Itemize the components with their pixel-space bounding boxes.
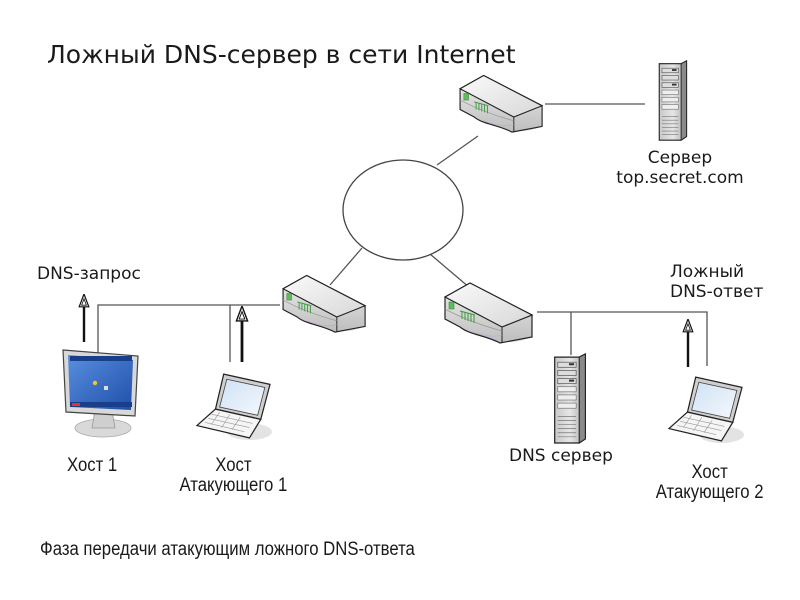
connection-lines [97, 103, 708, 366]
page-title: Ложный DNS-сервер в сети Internet [47, 40, 516, 69]
attacker2-label-line1: Хост [691, 462, 728, 483]
target-server-label-line1: Сервер [647, 148, 713, 168]
fake-response-label: Ложный DNS-ответ [670, 262, 763, 302]
dns-server-icon [553, 353, 587, 444]
attacker1-arrow-icon [235, 306, 249, 362]
lan-right [537, 311, 708, 366]
router-left-icon [282, 274, 366, 333]
fake-response-label-line1: Ложный [670, 262, 745, 282]
attacker2-label-line2: Атакующего 2 [655, 482, 764, 503]
diagram-caption: Фаза передачи атакующим ложного DNS-отве… [40, 539, 415, 560]
link-internet-router-top [436, 135, 479, 166]
dns-request-label: DNS-запрос [37, 264, 141, 284]
dns-server-label: DNS сервер [509, 446, 613, 466]
target-server-label: Сервер top.secret.com [610, 148, 750, 188]
attacker1-label-line2: Атакующего 1 [179, 475, 288, 496]
host1-desktop-icon [62, 349, 139, 438]
router-right-icon [444, 282, 533, 344]
fake-response-label-line2: DNS-ответ [670, 282, 764, 302]
lan-left [97, 304, 280, 364]
fake-response-arrow-icon [681, 319, 695, 367]
link-internet-router-right [429, 253, 471, 289]
target-server-label-line2: top.secret.com [616, 168, 744, 188]
attacker1-label: Хост Атакующего 1 [163, 456, 304, 496]
attacker1-label-line1: Хост [215, 455, 252, 476]
link-internet-router-left [329, 247, 363, 286]
dns-request-arrow-icon [77, 294, 91, 342]
internet-cloud [342, 159, 464, 261]
target-server-icon [658, 60, 688, 141]
attacker2-label: Хост Атакующего 2 [637, 463, 782, 503]
router-top-icon [459, 74, 543, 133]
host1-label: Хост 1 [67, 455, 118, 476]
attacker1-laptop-icon [196, 373, 273, 441]
attacker2-laptop-icon [668, 376, 745, 444]
